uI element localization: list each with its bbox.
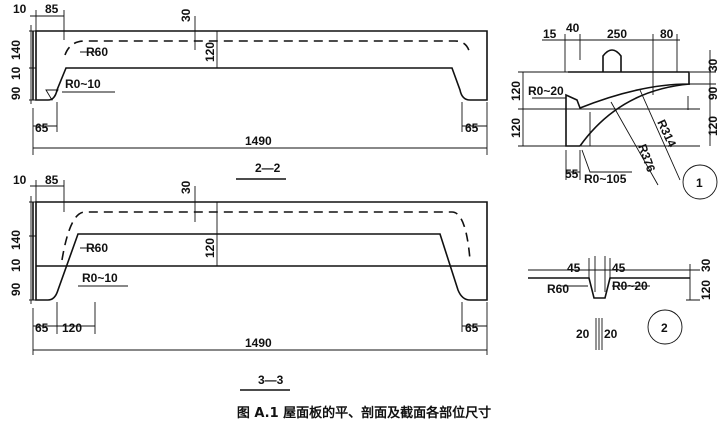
dim-30: 30 xyxy=(706,58,720,72)
dim-45-left: 45 xyxy=(567,261,581,275)
dim-65-left: 65 xyxy=(35,121,49,135)
detail-marker: 2 xyxy=(661,321,668,335)
dim-140: 140 xyxy=(9,40,23,60)
dim-90: 90 xyxy=(706,86,720,100)
detail-marker: 1 xyxy=(696,176,703,190)
radius-r60: R60 xyxy=(547,282,569,296)
dimension-lines xyxy=(29,10,488,155)
lifting-lug xyxy=(602,49,622,72)
radius-r0-20: R0~20 xyxy=(528,84,564,98)
beam-outline xyxy=(35,30,488,101)
dim-30: 30 xyxy=(699,258,713,272)
radius-r60: R60 xyxy=(86,241,108,255)
dim-120-top: 120 xyxy=(509,81,523,101)
dim-10b: 10 xyxy=(9,66,23,80)
dim-10: 10 xyxy=(13,173,27,187)
dim-140: 140 xyxy=(9,230,23,250)
detail-marker-circle xyxy=(647,309,683,345)
dim-40: 40 xyxy=(566,21,580,35)
detail-2: 45 45 30 120 R60 R0~20 20 20 2 xyxy=(528,256,713,350)
inner-dashed xyxy=(64,40,471,56)
radius-r0-105: R0~105 xyxy=(584,172,627,186)
dimension-lines xyxy=(518,34,716,186)
radius-r0-10: R0~10 xyxy=(65,77,101,91)
dim-20-left: 20 xyxy=(576,327,590,341)
inner-dashed xyxy=(61,211,471,261)
dim-65-left: 65 xyxy=(35,321,49,335)
section-label: 3—3 xyxy=(258,373,284,387)
curve-r376 xyxy=(579,83,691,147)
dim-120-bottom: 120 xyxy=(509,118,523,138)
joint-outline xyxy=(528,277,690,299)
radius-r60: R60 xyxy=(86,45,108,59)
dimension-lines xyxy=(528,256,700,350)
detail-1: 15 40 250 80 30 90 120 120 120 55 R0~20 … xyxy=(509,21,720,200)
dim-120: 120 xyxy=(203,238,217,258)
radius-r0-10: R0~10 xyxy=(82,271,118,285)
dim-85: 85 xyxy=(45,173,59,187)
dim-30: 30 xyxy=(179,8,193,22)
radius-r376: R376 xyxy=(635,142,658,174)
beam-outline xyxy=(35,201,488,301)
dim-85: 85 xyxy=(45,2,59,16)
dim-10b: 10 xyxy=(9,258,23,272)
dim-30: 30 xyxy=(179,180,193,194)
dim-1490: 1490 xyxy=(245,336,272,350)
dim-120: 120 xyxy=(203,42,217,62)
dim-65-right: 65 xyxy=(465,121,479,135)
dim-120: 120 xyxy=(699,280,713,300)
detail-marker-circle xyxy=(682,164,718,200)
dim-55: 55 xyxy=(565,167,579,181)
fillet-mark xyxy=(45,89,59,101)
dim-80: 80 xyxy=(660,27,674,41)
dim-10: 10 xyxy=(13,2,27,16)
dim-90: 90 xyxy=(9,282,23,296)
dim-15: 15 xyxy=(543,27,557,41)
radius-r314: R314 xyxy=(654,117,679,149)
dim-90: 90 xyxy=(9,86,23,100)
dim-65-right: 65 xyxy=(465,321,479,335)
section-label: 2—2 xyxy=(255,161,281,175)
figure-caption: 图 A.1 屋面板的平、剖面及截面各部位尺寸 xyxy=(236,406,492,421)
section-3-3: 10 85 30 140 10 90 120 R60 R0~10 65 120 … xyxy=(9,173,488,391)
section-2-2: 10 85 30 140 10 90 120 R60 R0~10 65 65 1… xyxy=(9,2,488,180)
dim-250: 250 xyxy=(607,27,627,41)
dimension-lines xyxy=(29,180,488,355)
dim-20-right: 20 xyxy=(604,327,618,341)
dim-45-right: 45 xyxy=(612,261,626,275)
radius-r0-20: R0~20 xyxy=(612,279,648,293)
dim-1490: 1490 xyxy=(245,134,272,148)
dim-120-bottom: 120 xyxy=(62,321,82,335)
dim-120-right: 120 xyxy=(706,116,720,136)
